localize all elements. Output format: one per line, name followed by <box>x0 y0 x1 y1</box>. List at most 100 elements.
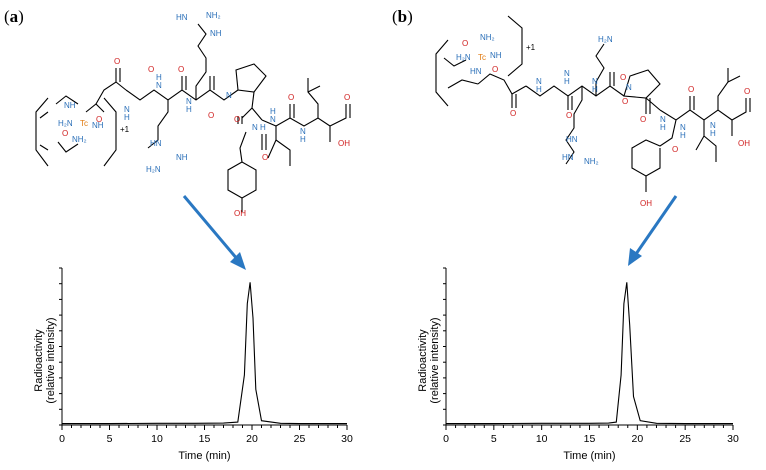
atom-label: N <box>536 77 542 86</box>
atom-label: H <box>592 85 598 94</box>
atom-label: NH₂ <box>206 11 221 20</box>
atom-label: HN <box>566 135 578 144</box>
atom-label: H <box>680 131 686 140</box>
atom-label: H <box>564 77 570 86</box>
atom-label: O <box>566 111 572 120</box>
atom-label: O <box>492 65 498 74</box>
panel-label-a: (a) <box>4 7 24 26</box>
atom-label: O <box>344 93 350 102</box>
atom-label: HN <box>470 67 482 76</box>
charge-label: +1 <box>526 43 536 52</box>
atom-label: N <box>156 81 162 90</box>
y-axis-label: Radioactivity <box>33 329 45 392</box>
atom-label: N <box>680 123 686 132</box>
x-tick-label: 20 <box>631 433 643 445</box>
panel-label-b: (b) <box>392 7 413 26</box>
atom-label: NH₂ <box>480 33 495 42</box>
atom-label: O <box>620 73 626 82</box>
atom-label: NH <box>210 29 222 38</box>
x-tick-label: 20 <box>246 433 258 445</box>
atom-label: OH <box>234 209 246 218</box>
atom-label: Tc <box>80 119 88 128</box>
atom-label: O <box>96 115 102 124</box>
x-tick-label: 5 <box>491 433 497 445</box>
atom-label: OH <box>338 139 350 148</box>
atom-label: NH <box>92 121 104 130</box>
x-tick-label: 30 <box>727 433 739 445</box>
x-axis-label: Time (min) <box>178 450 230 462</box>
atom-label: N <box>710 121 716 130</box>
y-axis-label: (relative intensity) <box>429 317 441 403</box>
atom-label: O <box>744 87 750 96</box>
y-axis-label: Radioactivity <box>417 329 429 392</box>
arrow-a <box>182 195 246 270</box>
atom-label: O <box>288 93 294 102</box>
atom-label: N <box>592 77 598 86</box>
atom-label: O <box>462 39 468 48</box>
atom-label: H <box>270 107 276 116</box>
x-tick-label: 15 <box>199 433 211 445</box>
atom-label: H₂N <box>146 165 161 174</box>
atom-label: O <box>640 115 646 124</box>
atom-label: HN <box>176 13 188 22</box>
atom-label: N <box>270 115 276 124</box>
atom-label: H₂N <box>456 53 471 62</box>
atom-label: H <box>124 113 130 122</box>
atom-label: H <box>710 129 716 138</box>
atom-label: N <box>252 123 258 132</box>
atom-label: H₂N <box>58 119 73 128</box>
atom-label: N <box>564 69 570 78</box>
structure-b: NH₂ O H₂N Tc NH O HN +1 O N H O N H O N … <box>435 15 751 208</box>
x-tick-label: 0 <box>443 433 449 445</box>
x-tick-label: 5 <box>107 433 113 445</box>
atom-label: H <box>536 85 542 94</box>
x-tick-label: 25 <box>679 433 691 445</box>
atom-label: O <box>114 57 120 66</box>
atom-label: O <box>62 129 68 138</box>
atom-label: H <box>156 73 162 82</box>
atom-label: Tc <box>478 53 486 62</box>
atom-label: O <box>262 153 268 162</box>
atom-label: O <box>208 111 214 120</box>
atom-label: O <box>178 65 184 74</box>
x-tick-label: 25 <box>294 433 306 445</box>
atom-label: H <box>260 123 266 132</box>
atom-label: NH₂ <box>584 157 599 166</box>
x-tick-label: 0 <box>59 433 65 445</box>
atom-label: N <box>300 127 306 136</box>
atom-label: O <box>148 65 154 74</box>
atom-label: O <box>688 85 694 94</box>
series-line <box>62 282 347 425</box>
atom-label: H <box>660 123 666 132</box>
structure-a: NH O H₂N Tc NH O NH₂ +1 O N H O N H O N … <box>35 11 351 218</box>
atom-label: NH₂ <box>72 135 87 144</box>
atom-label: N <box>226 91 232 100</box>
x-tick-label: 10 <box>151 433 163 445</box>
atom-label: N <box>660 115 666 124</box>
atom-label: HN <box>562 153 574 162</box>
arrow-b <box>628 195 678 266</box>
x-axis-label: Time (min) <box>563 450 615 462</box>
series-line <box>446 282 733 425</box>
atom-label: HN <box>150 139 162 148</box>
atom-label: O <box>622 97 628 106</box>
atom-label: H <box>186 105 192 114</box>
atom-label: H₂N <box>598 35 613 44</box>
atom-label: N <box>626 83 632 92</box>
x-tick-label: 10 <box>536 433 548 445</box>
x-tick-label: 15 <box>584 433 596 445</box>
y-axis-label: (relative intensity) <box>45 317 57 403</box>
atom-label: NH <box>490 51 502 60</box>
atom-label: N <box>186 97 192 106</box>
x-tick-label: 30 <box>341 433 353 445</box>
atom-label: NH <box>176 153 188 162</box>
atom-label: NH <box>64 101 76 110</box>
atom-label: O <box>510 109 516 118</box>
atom-label: O <box>672 145 678 154</box>
atom-label: OH <box>738 139 750 148</box>
atom-label: N <box>124 105 130 114</box>
charge-label: +1 <box>120 125 130 134</box>
